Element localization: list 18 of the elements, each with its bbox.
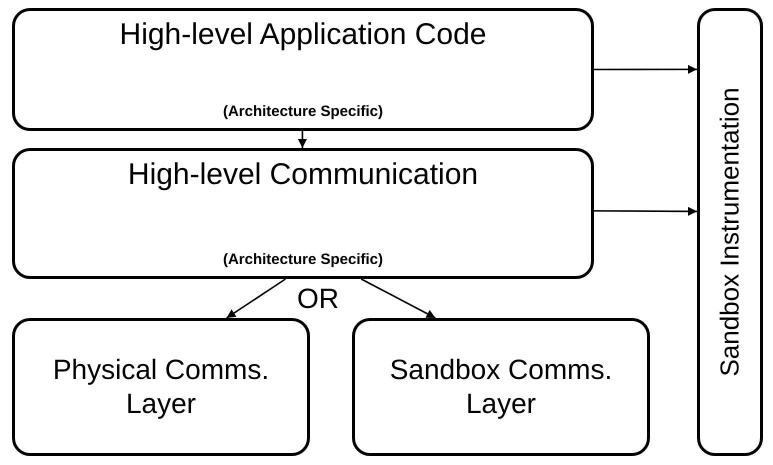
process-box [12, 148, 594, 279]
process-box [697, 8, 763, 456]
process-box [12, 8, 594, 131]
box-title: High-level Communication [128, 157, 478, 193]
box-subtitle: (Architecture Specific) [222, 103, 384, 120]
box-title: High-level Application Code [120, 17, 486, 53]
or-label: OR [297, 283, 339, 315]
arrow [360, 278, 436, 319]
arrow [594, 206, 697, 216]
arrow [594, 64, 697, 74]
box-label: Sandbox Instrumentation [714, 87, 746, 377]
process-box [12, 318, 310, 456]
arrow [226, 278, 286, 319]
box-label: Sandbox Comms. Layer [388, 353, 614, 421]
box-subtitle: (Architecture Specific) [222, 251, 384, 268]
process-box [352, 318, 650, 456]
box-label: Physical Comms. Layer [52, 353, 270, 421]
arrow [298, 131, 307, 148]
